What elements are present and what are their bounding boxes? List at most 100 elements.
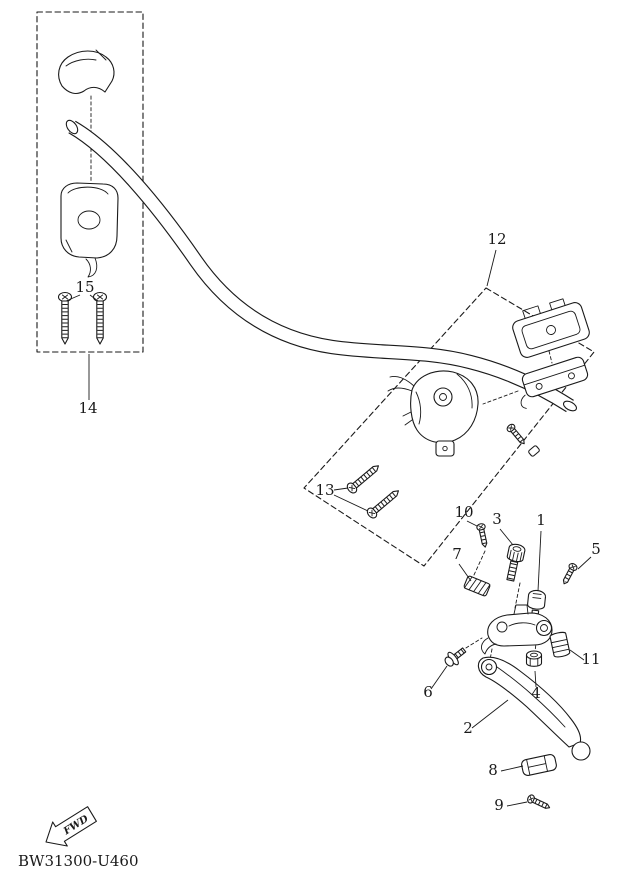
callout-7: 7	[452, 545, 462, 563]
detail-line	[456, 373, 473, 409]
housing-small-screw	[503, 420, 530, 449]
callout-6: 6	[423, 683, 433, 701]
detail-line	[530, 652, 538, 658]
callout-13: 13	[315, 481, 334, 499]
detail-line	[570, 564, 576, 570]
lever-pivot-boss	[480, 658, 498, 676]
leader-lines	[65, 249, 592, 807]
boot-11	[549, 631, 571, 658]
leader-9	[506, 801, 528, 807]
callout-12: 12	[487, 230, 506, 248]
handlebar	[65, 119, 578, 413]
lever-pad-8	[521, 754, 557, 776]
screw-10	[474, 521, 492, 550]
holder-body	[60, 182, 119, 259]
detail-line	[540, 624, 548, 632]
detail-line	[526, 755, 548, 776]
part-code: BW31300-U460	[18, 852, 139, 870]
leader-12	[486, 249, 497, 287]
perch-hook	[481, 637, 497, 655]
bracket-lugs	[522, 298, 566, 319]
housing-tab	[435, 440, 455, 457]
handlebar-right-end	[562, 400, 578, 412]
flange-bolt-6	[444, 647, 467, 667]
bolt-shoulder	[527, 595, 547, 610]
lever-perch	[481, 604, 553, 655]
nut-4	[525, 650, 543, 667]
bolt-shaft	[562, 567, 575, 585]
clamp-holder	[60, 182, 119, 278]
detail-line	[508, 622, 536, 627]
callout-2: 2	[463, 719, 473, 737]
detail-line	[532, 593, 542, 599]
callout-1: 1	[536, 511, 546, 529]
callout-8: 8	[488, 761, 498, 779]
callout-5: 5	[591, 540, 601, 558]
fwd-arrow: FWD	[45, 806, 97, 847]
housing-button	[433, 387, 453, 407]
wire-leads	[387, 375, 415, 392]
leader-8	[500, 765, 524, 772]
detail-line	[415, 391, 422, 425]
perch-body	[487, 612, 553, 647]
knurl-lines	[508, 549, 523, 563]
leader-2	[471, 699, 509, 729]
spacer-7	[463, 575, 491, 597]
bracket-axis-line	[548, 350, 553, 364]
boot-body	[549, 631, 571, 658]
detail-line	[529, 658, 539, 667]
hatch-lines	[463, 576, 491, 596]
bolt6-axis-line	[460, 637, 483, 652]
fwd-arrow-shape	[45, 806, 97, 847]
handlebar-core	[68, 121, 574, 412]
bracket-body	[512, 302, 590, 358]
nut-top	[525, 650, 543, 660]
leader-13	[333, 487, 369, 512]
lever-ball-end	[571, 741, 591, 761]
housing-body	[410, 370, 479, 444]
clamp-screw-a	[59, 293, 72, 345]
detail-line	[485, 663, 493, 671]
leader-7	[458, 563, 472, 582]
screw10-axis-line	[473, 550, 486, 576]
switch-bracket-lower	[520, 356, 589, 409]
detail-line	[67, 186, 109, 195]
detail-line	[402, 411, 413, 426]
callout-10: 10	[454, 503, 473, 521]
cover-body	[58, 50, 115, 95]
clamp-cover	[58, 49, 115, 95]
detail-line	[442, 445, 448, 452]
detail-line	[512, 546, 522, 552]
callout-11: 11	[581, 650, 600, 668]
leader-15	[65, 294, 99, 302]
switch-housing	[387, 370, 479, 457]
detail-line	[455, 648, 465, 658]
perch-tab	[513, 604, 529, 615]
adjuster-bore	[496, 621, 508, 633]
detail-line	[496, 666, 566, 728]
leader-6	[430, 665, 448, 690]
detail-line	[535, 382, 543, 390]
detail-line	[568, 372, 575, 380]
clip-body	[528, 445, 540, 457]
leader-4	[534, 670, 537, 688]
bracket-body	[521, 356, 589, 398]
bolt-head	[444, 656, 454, 667]
callout-labels: 1 2 3 4 5 6 7 8 9 10 11 12 13 14 15	[75, 230, 600, 814]
bolt-5	[562, 563, 578, 585]
boot-ribs	[550, 638, 570, 653]
detail-line	[65, 49, 107, 67]
callout-14: 14	[78, 399, 97, 417]
adjuster-3	[506, 543, 526, 582]
leader-11	[569, 649, 585, 661]
detail-line	[65, 239, 73, 253]
callout-9: 9	[494, 796, 504, 814]
detail-line	[521, 310, 581, 350]
switch-screw-a	[345, 462, 382, 495]
detail-line	[546, 325, 556, 335]
clutch-lever-2	[477, 656, 591, 761]
detail-line	[439, 393, 447, 401]
handlebar-left-end	[65, 119, 79, 135]
switch-screw-b	[365, 487, 402, 520]
